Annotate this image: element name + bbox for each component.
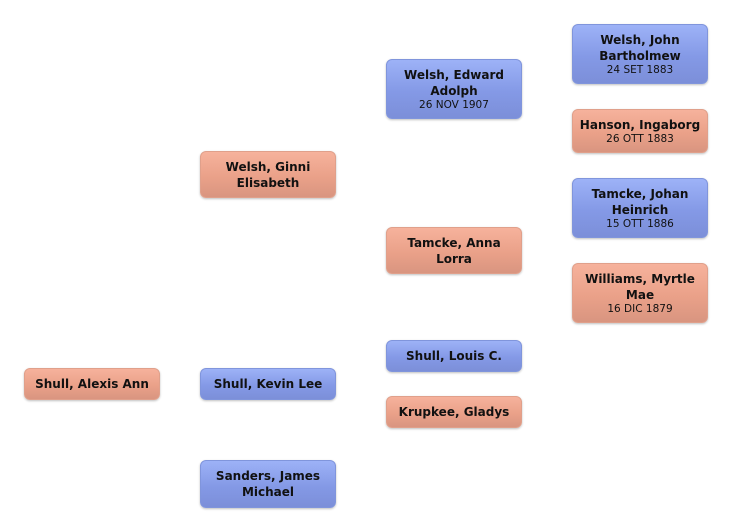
person-box-williams-myrtle-mae[interactable]: Williams, Myrtle Mae 16 DIC 1879 bbox=[572, 263, 708, 323]
person-birth-date: 26 OTT 1883 bbox=[606, 132, 674, 145]
person-box-hanson-ingaborg[interactable]: Hanson, Ingaborg 26 OTT 1883 bbox=[572, 109, 708, 153]
person-birth-date: 26 NOV 1907 bbox=[419, 98, 489, 111]
person-name: Welsh, John Bartholmew bbox=[599, 32, 681, 63]
person-box-shull-louis-c[interactable]: Shull, Louis C. bbox=[386, 340, 522, 372]
person-box-welsh-edward-adolph[interactable]: Welsh, Edward Adolph 26 NOV 1907 bbox=[386, 59, 522, 119]
person-name: Krupkee, Gladys bbox=[398, 405, 510, 419]
person-name: Shull, Louis C. bbox=[406, 349, 502, 363]
person-name: Tamcke, Johan Heinrich bbox=[591, 186, 689, 217]
person-name: Shull, Alexis Ann bbox=[35, 377, 149, 391]
person-name: Tamcke, Anna Lorra bbox=[407, 235, 501, 266]
person-box-sanders-james-michael[interactable]: Sanders, James Michael bbox=[200, 460, 336, 508]
person-box-welsh-john-bartholmew[interactable]: Welsh, John Bartholmew 24 SET 1883 bbox=[572, 24, 708, 84]
person-name: Shull, Kevin Lee bbox=[213, 377, 323, 391]
person-name: Williams, Myrtle Mae bbox=[585, 271, 695, 302]
person-box-welsh-ginni-elisabeth[interactable]: Welsh, Ginni Elisabeth bbox=[200, 151, 336, 198]
person-box-krupkee-gladys[interactable]: Krupkee, Gladys bbox=[386, 396, 522, 428]
person-name: Hanson, Ingaborg bbox=[579, 117, 701, 132]
person-box-shull-kevin-lee[interactable]: Shull, Kevin Lee bbox=[200, 368, 336, 400]
person-name: Welsh, Edward Adolph bbox=[404, 67, 504, 98]
person-birth-date: 24 SET 1883 bbox=[606, 63, 674, 76]
person-birth-date: 16 DIC 1879 bbox=[607, 302, 673, 315]
person-name: Sanders, James Michael bbox=[215, 469, 321, 499]
person-box-tamcke-anna-lorra[interactable]: Tamcke, Anna Lorra bbox=[386, 227, 522, 274]
person-box-tamcke-johan-heinrich[interactable]: Tamcke, Johan Heinrich 15 OTT 1886 bbox=[572, 178, 708, 238]
person-birth-date: 15 OTT 1886 bbox=[606, 217, 674, 230]
person-box-shull-alexis-ann[interactable]: Shull, Alexis Ann bbox=[24, 368, 160, 400]
person-name: Welsh, Ginni Elisabeth bbox=[225, 159, 311, 190]
